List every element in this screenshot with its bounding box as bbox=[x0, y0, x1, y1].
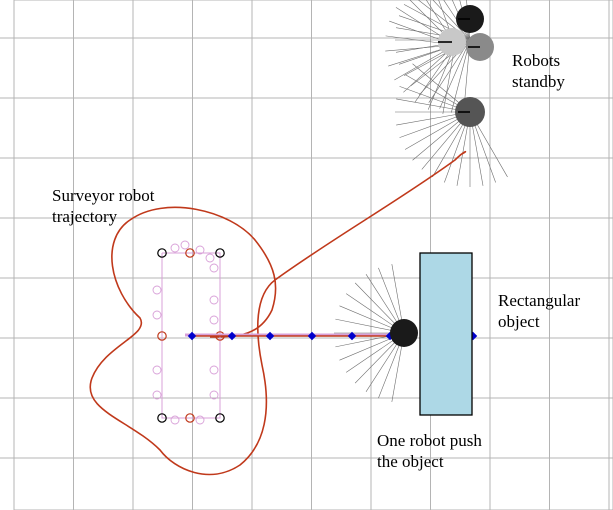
formation-robot-red bbox=[185, 413, 195, 423]
path-waypoint-marker bbox=[227, 331, 237, 341]
formation-ghost-robot bbox=[209, 263, 219, 273]
grid-border bbox=[13, 0, 613, 510]
push-line2: the object bbox=[377, 452, 444, 471]
rectangular-object-line1: Rectangular bbox=[498, 291, 581, 310]
rectangular-object bbox=[419, 252, 473, 416]
push-path bbox=[185, 331, 478, 341]
path-waypoint-marker bbox=[265, 331, 275, 341]
push-line1: One robot push bbox=[377, 431, 482, 450]
formation-robot-black bbox=[157, 248, 167, 258]
path-waypoint-marker bbox=[347, 331, 357, 341]
pushing-robot bbox=[390, 319, 418, 347]
formation-robot-red bbox=[157, 331, 167, 341]
rectangular-object-line2: object bbox=[498, 312, 540, 331]
formation-ghost-robot bbox=[209, 295, 219, 305]
formation-ghost-robot bbox=[209, 365, 219, 375]
surveyor-formation bbox=[152, 240, 225, 425]
robots-standby-label: Robots standby bbox=[512, 50, 565, 92]
path-waypoint-marker bbox=[307, 331, 317, 341]
formation-robot-red bbox=[185, 248, 195, 258]
formation-ghost-robot bbox=[152, 390, 162, 400]
formation-ghost-robot bbox=[152, 310, 162, 320]
surveyor-line2: trajectory bbox=[52, 207, 118, 226]
push-label: One robot push the object bbox=[377, 430, 482, 472]
standby-robots bbox=[438, 5, 494, 127]
formation-ghost-robot bbox=[209, 315, 219, 325]
formation-ghost-robot bbox=[152, 285, 162, 295]
sensor-ray bbox=[451, 39, 471, 113]
formation-ghost-robot bbox=[209, 390, 219, 400]
formation-ghost-robot bbox=[195, 245, 205, 255]
formation-ghost-robot bbox=[180, 240, 190, 250]
robots-standby-line1: Robots bbox=[512, 51, 561, 70]
formation-ghost-robot bbox=[205, 253, 215, 263]
rectangular-object-label: Rectangular object bbox=[498, 290, 580, 332]
formation-ghost-robot bbox=[195, 415, 205, 425]
formation-ghost-robot bbox=[170, 243, 180, 253]
path-waypoint-marker bbox=[187, 331, 197, 341]
formation-robot-black bbox=[215, 413, 225, 423]
sensor-ray bbox=[442, 44, 456, 114]
formation-ghost-robot bbox=[152, 365, 162, 375]
formation-outline bbox=[161, 252, 221, 419]
surveyor-label: Surveyor robot trajectory bbox=[52, 185, 154, 227]
formation-robot-black bbox=[157, 413, 167, 423]
formation-ghost-robot bbox=[170, 415, 180, 425]
formation-robot-black bbox=[215, 248, 225, 258]
sensor-ray bbox=[432, 0, 471, 41]
surveyor-trajectory bbox=[89, 150, 467, 476]
surveyor-line1: Surveyor robot bbox=[52, 186, 155, 205]
robots-standby-line2: standby bbox=[512, 72, 565, 91]
